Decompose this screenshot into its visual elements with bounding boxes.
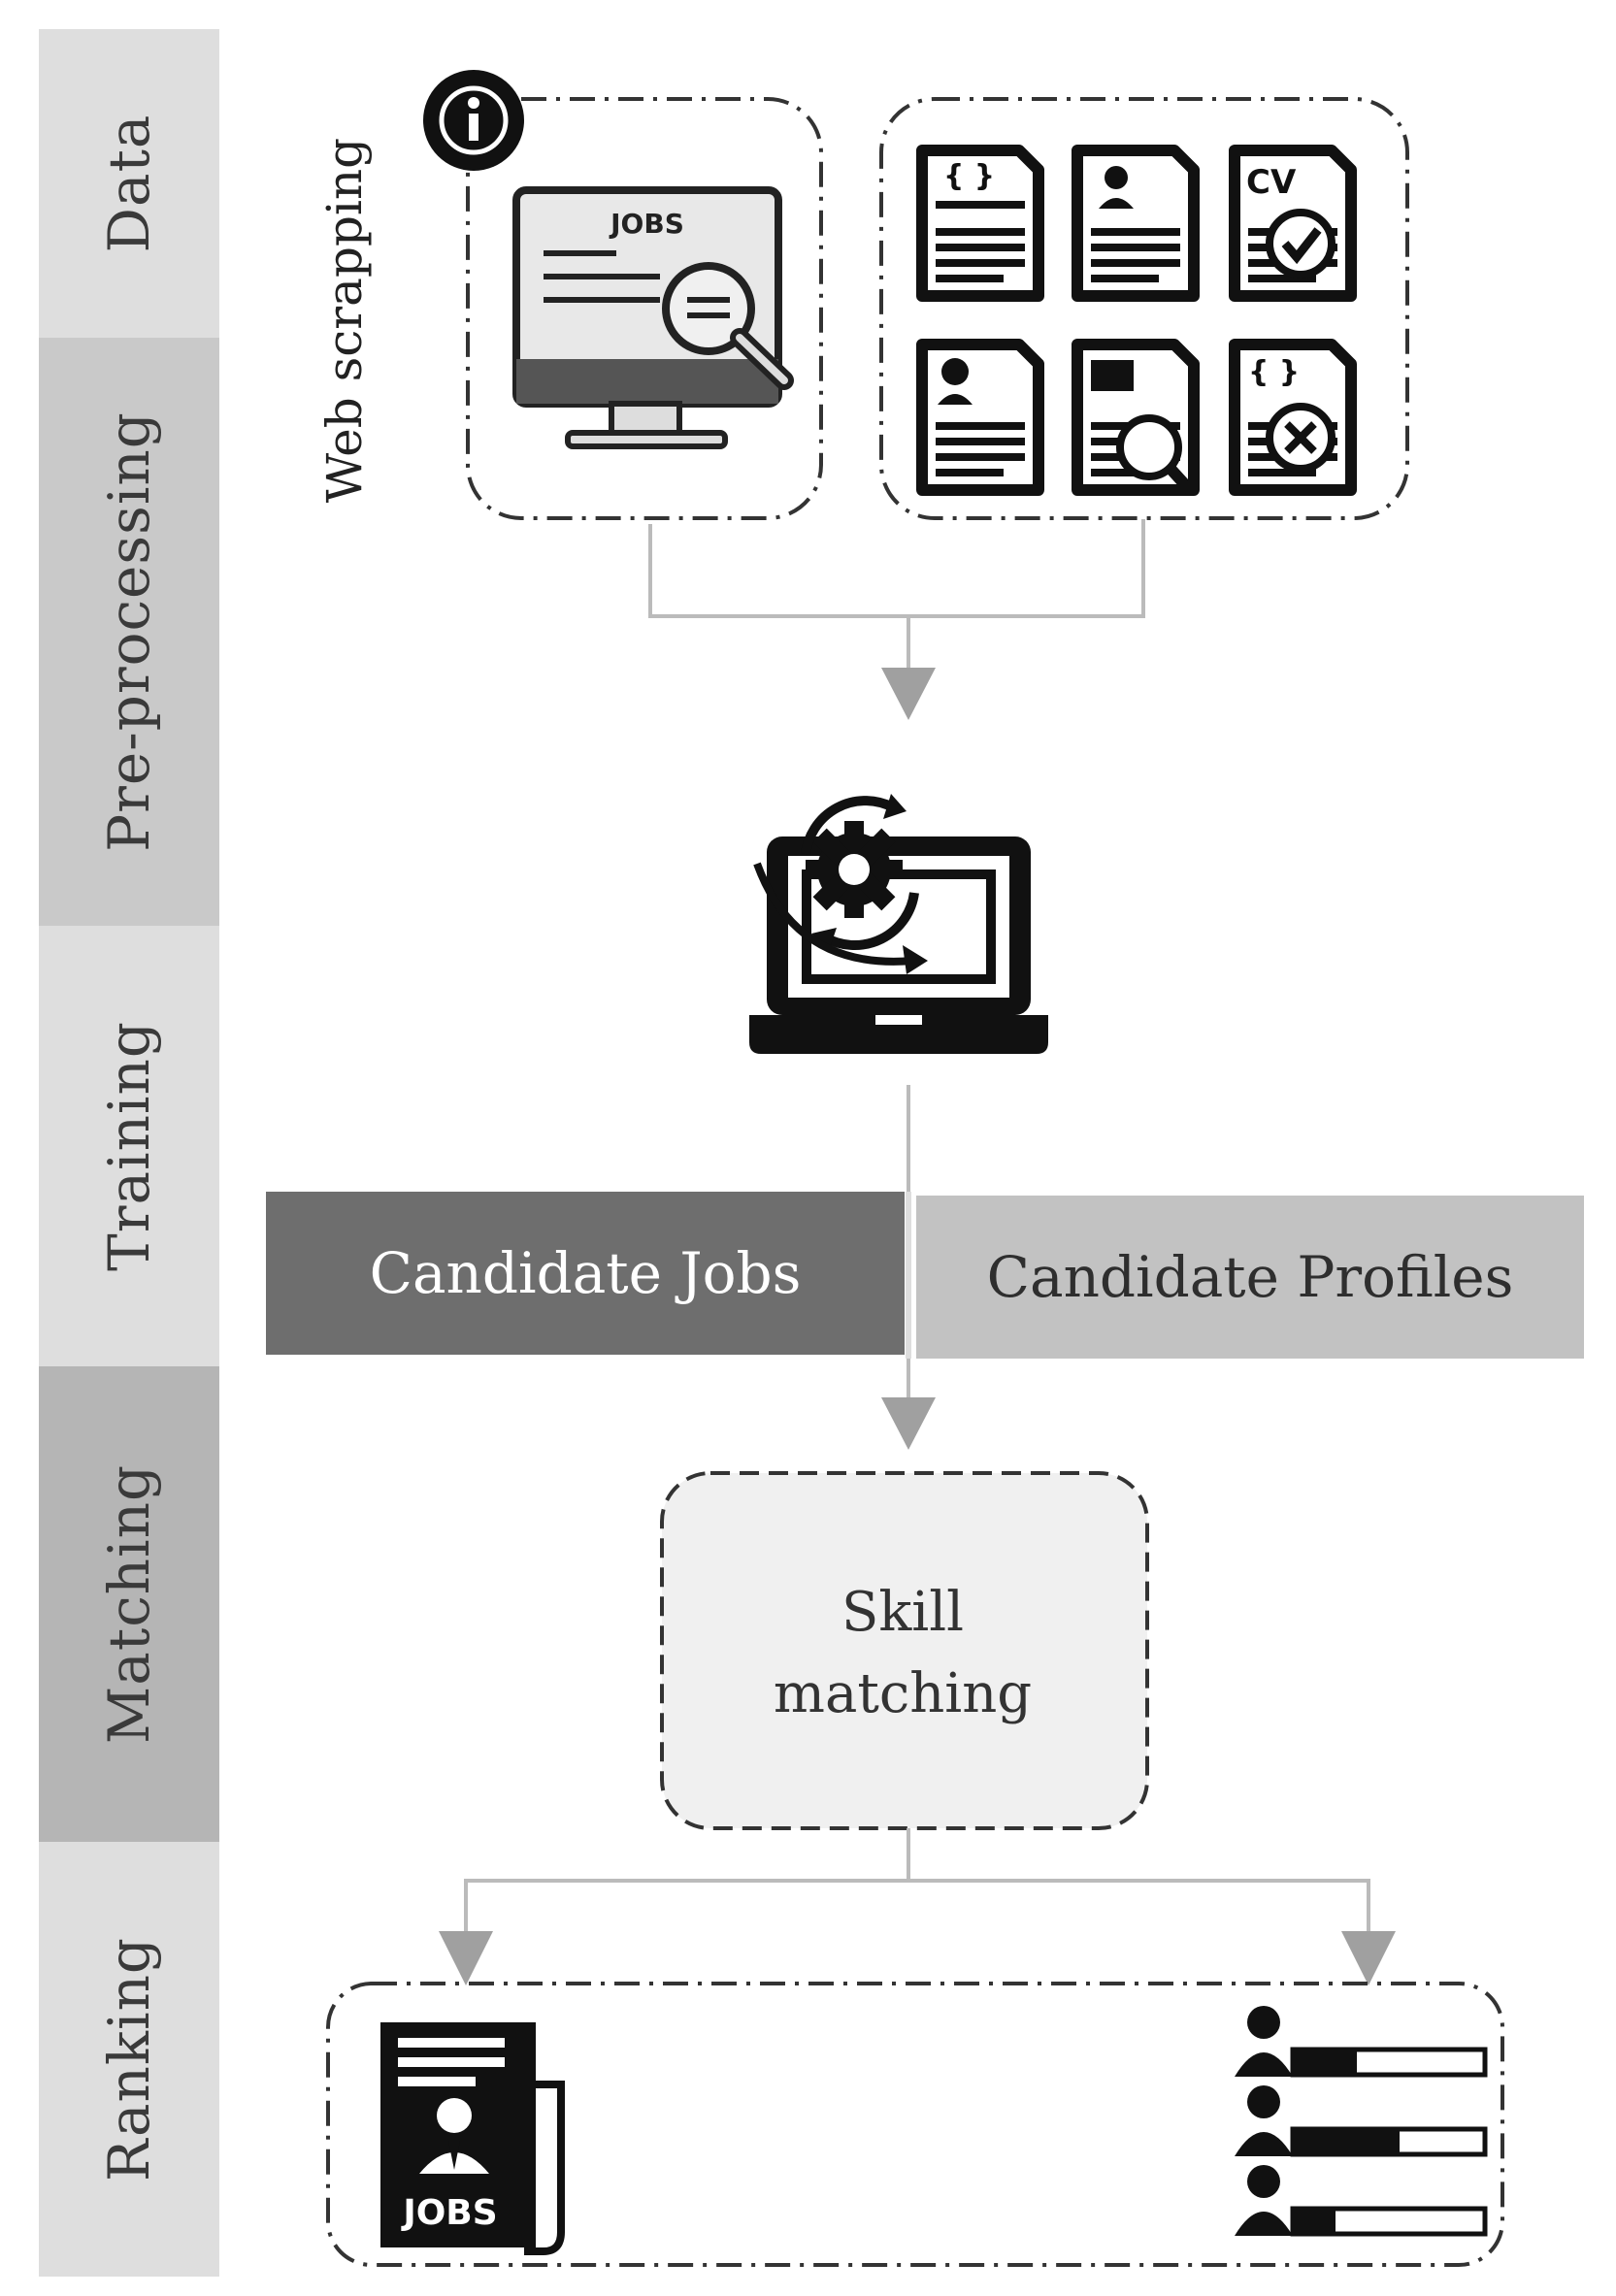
cv-document-icon-3: CV xyxy=(1235,150,1351,296)
monitor-jobs-text: JOBS xyxy=(609,208,684,240)
skill-matching-label: Skill matching xyxy=(660,1572,1145,1735)
data-connector xyxy=(648,519,1145,670)
ranking-jobs-text: JOBS xyxy=(400,2193,497,2233)
stage-data: Data xyxy=(39,29,219,338)
ranking-connector xyxy=(464,1828,1370,1931)
down-arrow-icon xyxy=(881,668,936,720)
cv-icon-text: CV xyxy=(1246,163,1297,202)
cv-container xyxy=(879,97,1409,520)
skill-matching-line1: Skill xyxy=(841,1581,965,1644)
down-arrow-icon xyxy=(439,1931,493,1985)
down-arrow-icon xyxy=(1341,1931,1396,1985)
web-scrapping-text: Web scrapping xyxy=(316,137,373,504)
cv-document-icon-2 xyxy=(1077,150,1194,296)
svg-text:{ }: { } xyxy=(1248,355,1300,389)
candidate-ranking-icon xyxy=(1235,2006,1488,2237)
ranking-container xyxy=(326,1982,1504,2267)
skill-matching-line2: matching xyxy=(773,1662,1033,1725)
stage-matching: Matching xyxy=(39,1366,219,1842)
svg-text:{ }: { } xyxy=(943,159,995,193)
candidate-profiles-box xyxy=(916,1196,1584,1359)
info-icon xyxy=(423,70,524,171)
web-scrapping-container xyxy=(466,97,823,520)
down-arrow-icon xyxy=(881,1397,936,1450)
web-scrapping-label: Web scrapping xyxy=(301,136,388,505)
cv-document-icon-6: { } xyxy=(1235,344,1351,490)
candidate-profiles-label: Candidate Profiles xyxy=(916,1196,1584,1359)
candidate-jobs-text: Candidate Jobs xyxy=(369,1240,802,1306)
stage-preprocessing: Pre-processing xyxy=(39,338,219,926)
jobs-document-icon xyxy=(380,2022,565,2255)
candidate-profiles-text: Candidate Profiles xyxy=(986,1244,1514,1310)
skill-matching-box xyxy=(660,1471,1149,1830)
monitor-jobs-icon xyxy=(512,186,794,449)
laptop-gear-icon xyxy=(749,794,1048,1054)
stage-training: Training xyxy=(39,926,219,1366)
candidate-jobs-box xyxy=(266,1192,905,1355)
candidate-jobs-label: Candidate Jobs xyxy=(266,1192,905,1355)
cv-document-icon-1: { } xyxy=(922,150,1039,296)
cv-document-icon-4 xyxy=(922,344,1039,490)
cv-document-icon-5 xyxy=(1077,344,1194,490)
stage-ranking: Ranking xyxy=(39,1842,219,2277)
